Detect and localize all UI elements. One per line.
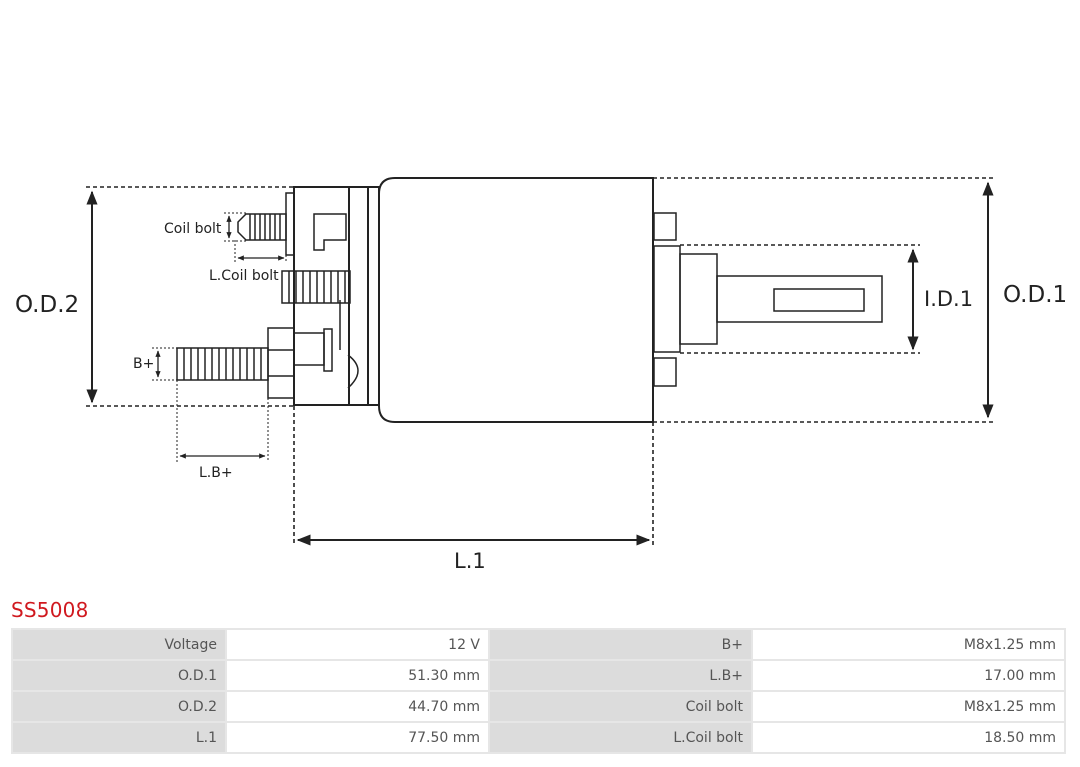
spec-value: M8x1.25 mm (753, 692, 1064, 721)
terminal-cap (293, 186, 380, 406)
solenoid-body (378, 177, 654, 423)
od2-label: O.D.2 (15, 292, 79, 318)
b-plus-label: B+ (133, 356, 154, 372)
mount-stud-top (653, 212, 677, 241)
id1-label: I.D.1 (924, 287, 973, 311)
spec-value: M8x1.25 mm (753, 630, 1064, 659)
part-number: SS5008 (11, 598, 89, 622)
l-b-plus-label: L.B+ (199, 465, 233, 481)
b-plus-terminal (267, 327, 333, 399)
spec-value: 12 V (227, 630, 488, 659)
plunger (653, 245, 883, 353)
spec-value: 44.70 mm (227, 692, 488, 721)
spec-label: O.D.1 (13, 661, 225, 690)
l-coil-bolt-label: L.Coil bolt (209, 268, 279, 284)
od1-label: O.D.1 (1003, 282, 1067, 308)
spec-label: Voltage (13, 630, 225, 659)
spec-value: 18.50 mm (753, 723, 1064, 752)
coil-bolt (237, 213, 287, 241)
mount-stud-bottom (653, 357, 677, 387)
spec-label: L.Coil bolt (490, 723, 751, 752)
l1-label: L.1 (454, 549, 486, 573)
spec-label: Coil bolt (490, 692, 751, 721)
spec-value: 77.50 mm (227, 723, 488, 752)
solenoid-dimension-diagram: O.D.2 O.D.1 I.D.1 L.1 Coil bolt L.Coil b… (15, 177, 1067, 573)
spec-value: 51.30 mm (227, 661, 488, 690)
b-plus-stud (176, 347, 269, 381)
coil-bolt-label: Coil bolt (164, 221, 222, 237)
spec-label: L.B+ (490, 661, 751, 690)
spec-label: L.1 (13, 723, 225, 752)
spec-value: 17.00 mm (753, 661, 1064, 690)
coil-terminal-thread (281, 270, 351, 304)
spec-label: B+ (490, 630, 751, 659)
spec-label: O.D.2 (13, 692, 225, 721)
